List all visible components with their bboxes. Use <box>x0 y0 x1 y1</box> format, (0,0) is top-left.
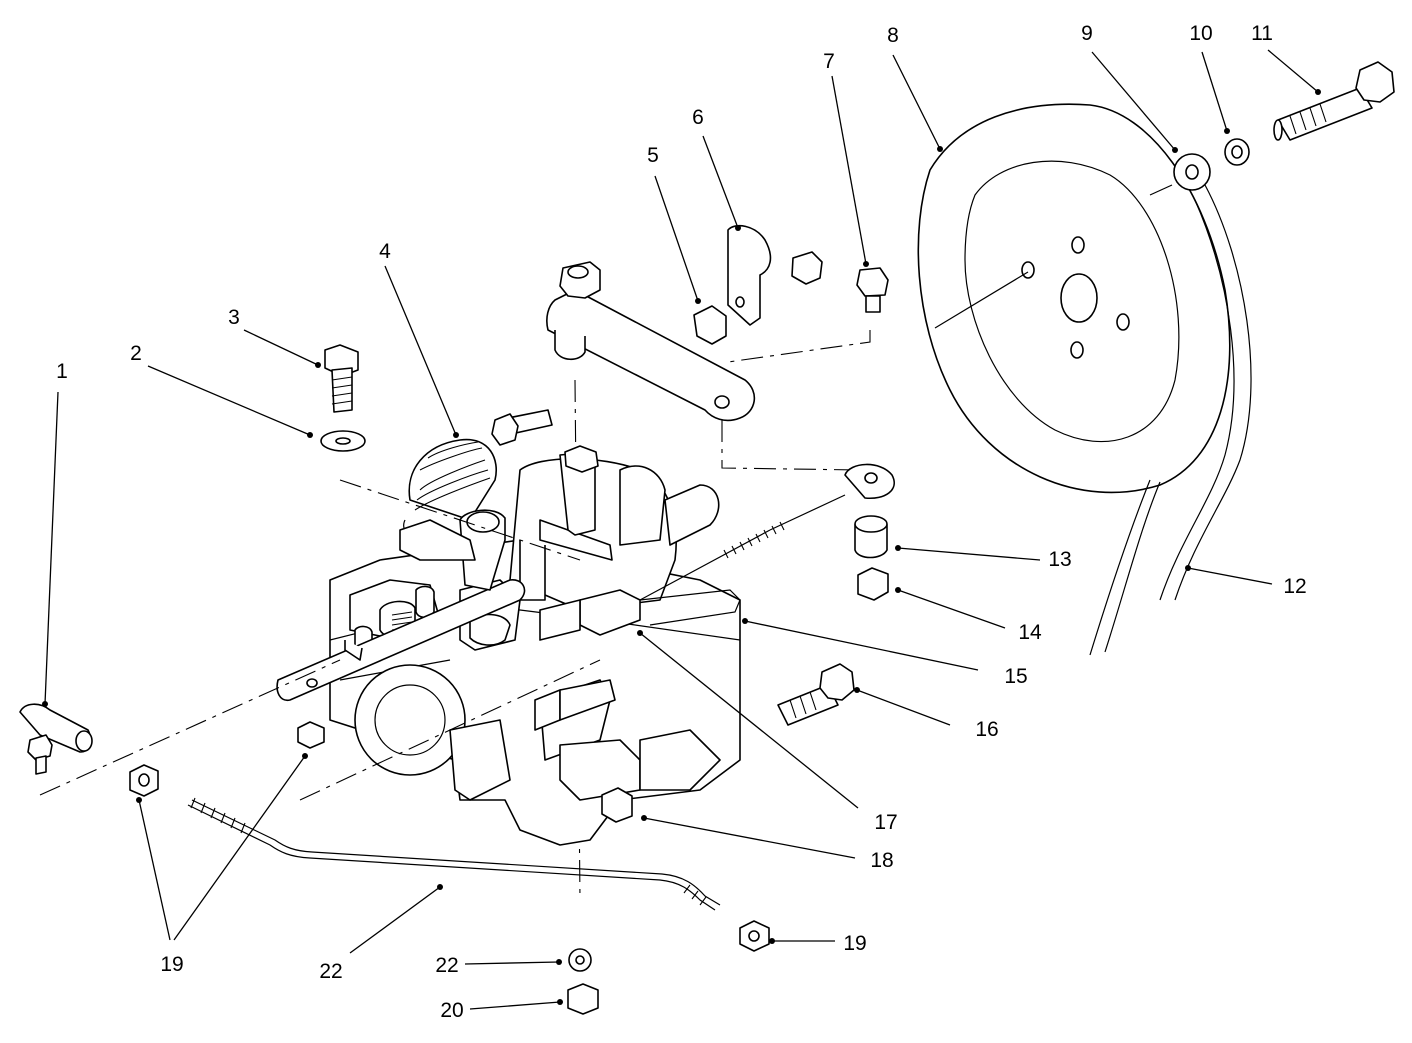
lever-bolt <box>856 267 889 313</box>
callout-1: 1 <box>56 360 68 383</box>
callout-15: 15 <box>1004 665 1027 688</box>
callout-22-rod: 22 <box>319 960 342 983</box>
callout-8: 8 <box>887 24 899 47</box>
callout-labels: 1 2 3 4 5 6 7 8 9 10 11 12 13 14 15 16 1… <box>56 22 1307 1022</box>
hex-nut-lower <box>601 787 633 823</box>
pulley-bolt <box>1273 61 1395 141</box>
callout-13: 13 <box>1048 548 1071 571</box>
drive-belt <box>1089 184 1252 656</box>
hex-nut-right <box>857 567 889 601</box>
callout-14: 14 <box>1018 621 1042 644</box>
callout-18: 18 <box>870 849 893 872</box>
callout-2: 2 <box>130 342 142 365</box>
cable-clamp <box>727 224 823 326</box>
callout-3: 3 <box>228 306 240 329</box>
lock-washer <box>1224 138 1250 166</box>
callout-9: 9 <box>1081 22 1093 45</box>
callout-5: 5 <box>647 144 659 167</box>
hex-nut-bottom <box>567 983 599 1015</box>
pulley <box>917 103 1231 494</box>
leader-lines <box>44 49 1319 1010</box>
throttle-cable <box>534 463 895 731</box>
throttle-lever <box>276 579 526 702</box>
callout-22-washer: 22 <box>435 954 458 977</box>
callout-11: 11 <box>1251 22 1273 45</box>
governor-spring <box>403 438 497 537</box>
leader-dots <box>42 89 1321 1005</box>
callout-20: 20 <box>440 999 463 1022</box>
choke-assembly <box>399 409 613 591</box>
washer-2 <box>320 430 366 452</box>
lever-arm <box>546 261 756 422</box>
spacer <box>854 515 888 559</box>
callout-7: 7 <box>823 50 835 73</box>
nut-rod-end <box>739 920 770 952</box>
callout-17: 17 <box>874 811 897 834</box>
callout-19-left: 19 <box>160 953 183 976</box>
callout-16: 16 <box>975 718 998 741</box>
ball-joint <box>19 703 93 775</box>
hex-nut-upper <box>693 305 727 345</box>
callout-19-right: 19 <box>843 932 866 955</box>
nut-left <box>129 764 159 797</box>
callout-6: 6 <box>692 106 704 129</box>
washer-bottom <box>568 948 592 972</box>
callout-4: 4 <box>379 240 391 263</box>
flat-washer <box>1173 153 1211 191</box>
bolt-3 <box>324 344 359 413</box>
callout-10: 10 <box>1189 22 1212 45</box>
nut-throttle <box>297 721 325 749</box>
mounting-bolt <box>777 663 855 726</box>
throttle-rod <box>187 797 721 911</box>
callout-12: 12 <box>1283 575 1306 598</box>
